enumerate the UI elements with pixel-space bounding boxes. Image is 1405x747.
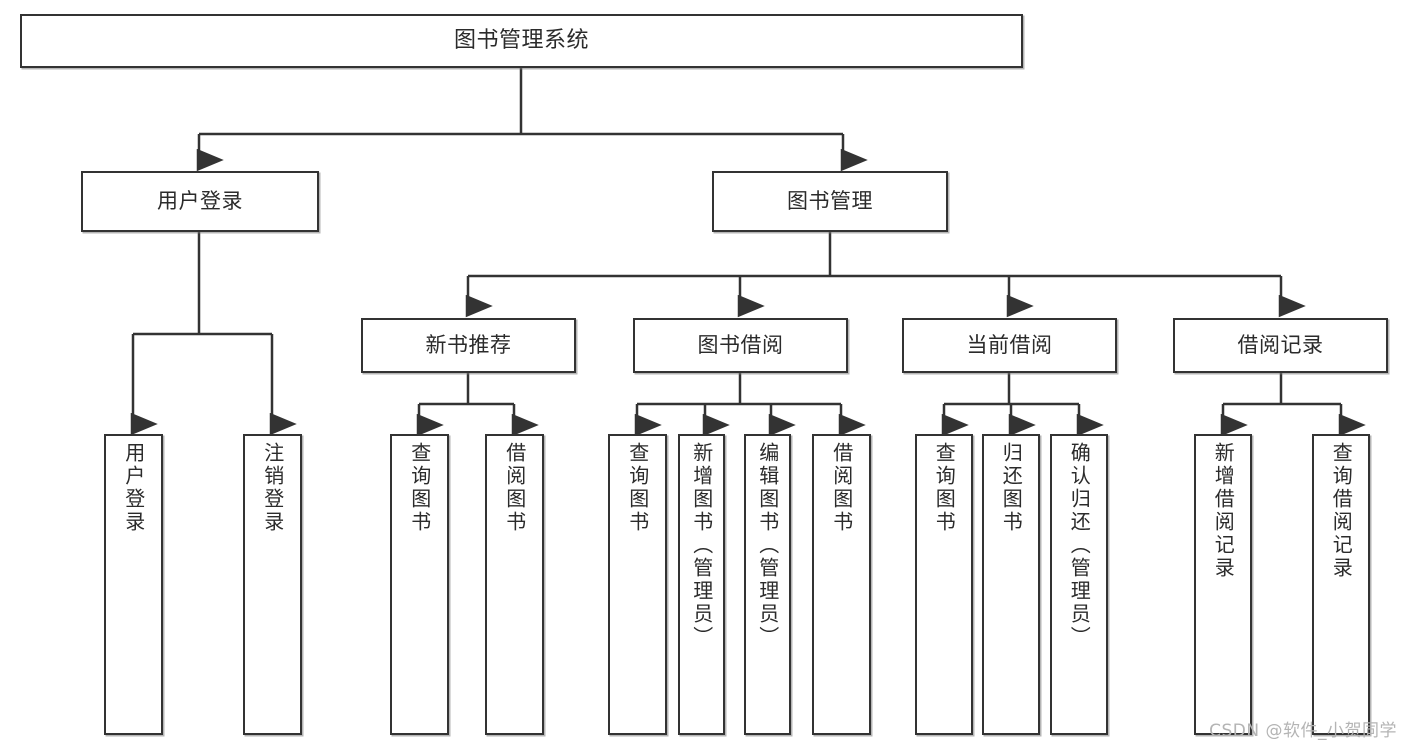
node-label: 编辑图书（管理员） — [755, 442, 780, 649]
node-label: 借阅图书 — [502, 442, 527, 534]
node-label: 用户登录 — [157, 188, 243, 213]
node-label: 图书管理系统 — [453, 27, 589, 53]
node-borrow-record[interactable]: 借阅记录 — [1173, 318, 1388, 373]
node-book-borrow[interactable]: 图书借阅 — [633, 318, 848, 373]
leaf-new-book-borrow[interactable]: 借阅图书 — [485, 434, 544, 735]
node-label: 归还图书 — [999, 442, 1024, 534]
leaf-borrow-query-book[interactable]: 查询图书 — [608, 434, 667, 735]
leaf-new-book-query[interactable]: 查询图书 — [390, 434, 449, 735]
node-new-book-recommend[interactable]: 新书推荐 — [361, 318, 576, 373]
node-label: 新增借阅记录 — [1211, 442, 1236, 580]
node-label: 用户登录 — [121, 442, 146, 534]
leaf-record-add[interactable]: 新增借阅记录 — [1194, 434, 1252, 735]
node-label: 注销登录 — [260, 442, 285, 534]
node-label: 当前借阅 — [966, 332, 1053, 357]
leaf-borrow-borrow-book[interactable]: 借阅图书 — [812, 434, 871, 735]
node-root-system[interactable]: 图书管理系统 — [20, 14, 1023, 68]
leaf-current-confirm-return[interactable]: 确认归还（管理员） — [1050, 434, 1108, 735]
node-label: 借阅记录 — [1237, 332, 1324, 357]
node-label: 借阅图书 — [829, 442, 854, 534]
node-book-manage[interactable]: 图书管理 — [712, 171, 948, 232]
leaf-record-query[interactable]: 查询借阅记录 — [1312, 434, 1370, 735]
node-label: 新增图书（管理员） — [689, 442, 714, 649]
node-current-borrow[interactable]: 当前借阅 — [902, 318, 1117, 373]
node-label: 图书借阅 — [697, 332, 784, 357]
node-label: 查询图书 — [932, 442, 957, 534]
leaf-logout[interactable]: 注销登录 — [243, 434, 302, 735]
leaf-current-query-book[interactable]: 查询图书 — [915, 434, 973, 735]
node-label: 确认归还（管理员） — [1067, 442, 1092, 649]
node-label: 查询借阅记录 — [1329, 442, 1354, 580]
node-label: 查询图书 — [407, 442, 432, 534]
leaf-borrow-edit-book[interactable]: 编辑图书（管理员） — [744, 434, 791, 735]
node-user-login[interactable]: 用户登录 — [81, 171, 319, 232]
leaf-user-login[interactable]: 用户登录 — [104, 434, 163, 735]
leaf-borrow-add-book[interactable]: 新增图书（管理员） — [678, 434, 725, 735]
node-label: 图书管理 — [787, 188, 873, 213]
node-label: 查询图书 — [625, 442, 650, 534]
node-label: 新书推荐 — [425, 332, 512, 357]
leaf-current-return-book[interactable]: 归还图书 — [982, 434, 1040, 735]
watermark-text: CSDN @软件_小贺同学 — [1209, 721, 1397, 741]
